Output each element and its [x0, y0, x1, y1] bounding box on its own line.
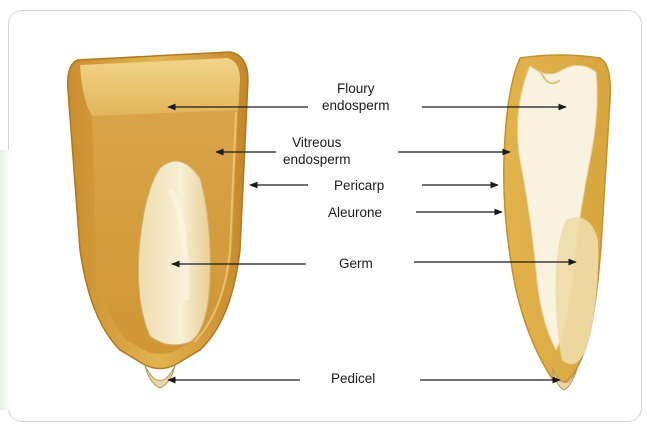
label-germ: Germ — [339, 255, 373, 272]
label-floury-endosperm: Floury endosperm — [322, 80, 390, 114]
label-vitreous-line1: Vitreous — [283, 134, 351, 151]
label-pedicel: Pedicel — [331, 370, 375, 387]
label-floury-line2: endosperm — [322, 97, 390, 114]
label-aleurone: Aleurone — [328, 204, 382, 221]
left-kernel — [68, 52, 248, 388]
label-vitreous-line2: endosperm — [283, 151, 351, 168]
label-vitreous-endosperm: Vitreous endosperm — [283, 134, 351, 168]
label-pericarp: Pericarp — [334, 177, 384, 194]
right-kernel — [504, 55, 611, 390]
label-floury-line1: Floury — [322, 80, 390, 97]
